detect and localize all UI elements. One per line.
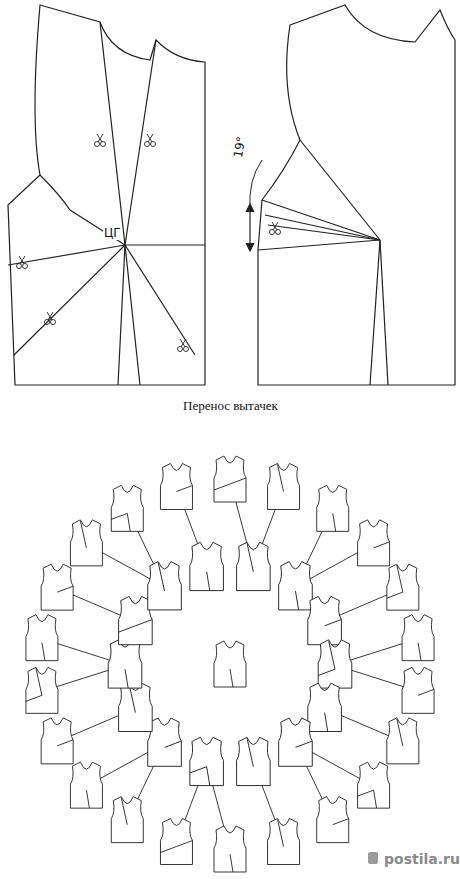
bodice-sketch bbox=[268, 463, 300, 509]
scissors-symbol bbox=[95, 134, 106, 147]
bodice-sketch bbox=[160, 819, 192, 865]
bodice-sketch bbox=[237, 542, 271, 590]
bust-point-label: ЦГ bbox=[103, 226, 122, 240]
bodice-sketch bbox=[268, 819, 300, 865]
bodice-sketch bbox=[160, 463, 192, 509]
model-sketches bbox=[26, 456, 434, 872]
bodice-sketch bbox=[318, 640, 352, 688]
scissors-symbol bbox=[145, 134, 156, 147]
bodice-sketch bbox=[402, 615, 434, 661]
bodice-sketch bbox=[214, 456, 246, 502]
bodice-sketch bbox=[317, 485, 349, 531]
bodice-sketch bbox=[26, 615, 58, 661]
bodice-sketch bbox=[387, 564, 419, 610]
bodice-sketch bbox=[308, 596, 342, 644]
bodice-sketch bbox=[70, 762, 102, 808]
bodice-sketch bbox=[119, 683, 153, 731]
bodice-sketch bbox=[237, 737, 271, 785]
scissors-symbol bbox=[45, 312, 56, 325]
scissors-symbol bbox=[17, 256, 28, 269]
bodice-sketch bbox=[402, 667, 434, 713]
bodice-sketch bbox=[111, 485, 143, 531]
bodice-sketch bbox=[26, 667, 58, 713]
scissors-symbol bbox=[178, 339, 189, 352]
angle-label: 19° bbox=[231, 134, 249, 159]
bodice-sketch bbox=[308, 683, 342, 731]
bodice-sketch bbox=[214, 826, 246, 872]
bodice-sketch bbox=[148, 562, 182, 610]
bodice-sketch bbox=[70, 520, 102, 566]
left-bodice-pattern bbox=[8, 5, 205, 385]
caption: Перенос вытачек bbox=[183, 398, 278, 414]
bodice-sketch bbox=[358, 520, 390, 566]
bodice-sketch bbox=[119, 596, 153, 644]
bodice-sketch bbox=[387, 718, 419, 764]
bodice-sketch bbox=[279, 562, 313, 610]
watermark-icon bbox=[368, 852, 378, 864]
bodice-sketch bbox=[190, 542, 224, 590]
bodice-sketch bbox=[214, 641, 246, 687]
bodice-sketch bbox=[358, 762, 390, 808]
right-bodice-pattern bbox=[246, 5, 455, 385]
bodice-sketch bbox=[111, 797, 143, 843]
bodice-sketch bbox=[190, 737, 224, 785]
bodice-sketch bbox=[279, 718, 313, 766]
bodice-sketch bbox=[41, 718, 73, 764]
watermark: postila.ru bbox=[382, 851, 460, 867]
bodice-sketch bbox=[41, 564, 73, 610]
bodice-sketch bbox=[108, 640, 142, 688]
bodice-sketch bbox=[317, 797, 349, 843]
scissors-symbol bbox=[270, 222, 281, 235]
scissors-symbols bbox=[17, 134, 281, 352]
bodice-sketch bbox=[148, 718, 182, 766]
